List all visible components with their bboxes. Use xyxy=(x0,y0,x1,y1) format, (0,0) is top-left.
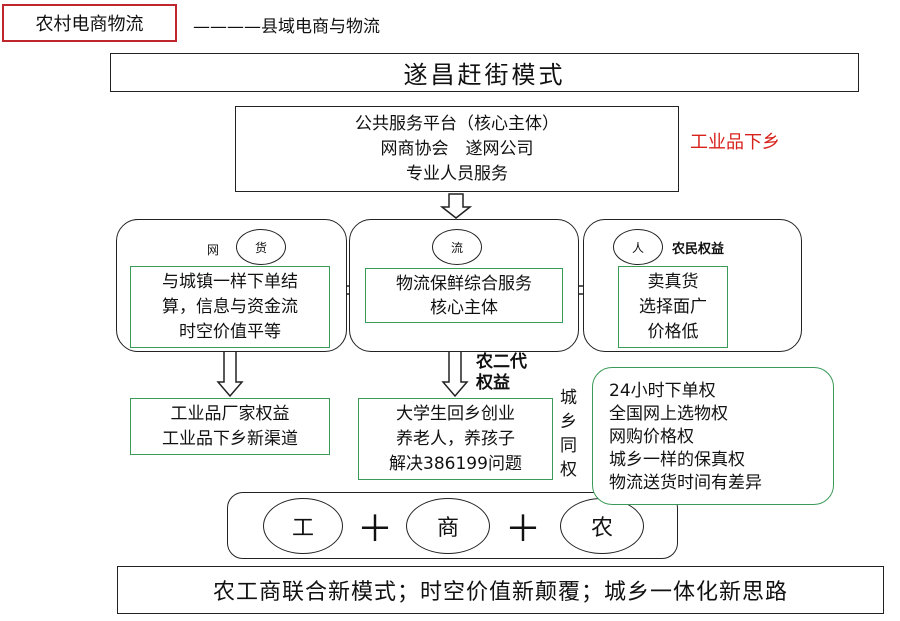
urban-rural-equal-rights-label: 城 乡 同 权 xyxy=(560,386,577,482)
logistics-text-box: 物流保鲜综合服务 核心主体 xyxy=(365,268,563,323)
network-goods-text-box: 与城镇一样下单结 算，信息与资金流 时空价值平等 xyxy=(130,266,330,348)
footer-text: 农工商联合新模式；时空价值新颠覆；城乡一体化新思路 xyxy=(212,580,788,605)
logistics-circle: 流 xyxy=(432,229,482,265)
goods-label: 货 xyxy=(254,240,267,255)
formula-circle-industry: 工 xyxy=(263,498,343,554)
panel-line: 卖真货 xyxy=(647,271,699,292)
formula-circle-agriculture: 农 xyxy=(560,498,644,554)
formula-item: 工 xyxy=(291,516,314,541)
rights-line: 24小时下单权 xyxy=(609,381,716,401)
label-line: 农二代 xyxy=(476,352,527,372)
down-arrow-icon xyxy=(439,193,473,219)
label-char: 乡 xyxy=(560,412,577,432)
lower-line: 工业品厂家权益 xyxy=(170,403,290,424)
plus-icon: ＋ xyxy=(356,509,393,550)
panel-line: 价格低 xyxy=(647,321,699,342)
platform-line: 公共服务平台（核心主体） xyxy=(355,113,559,134)
people-label: 人 xyxy=(631,240,644,255)
manufacturer-rights-box: 工业品厂家权益 工业品下乡新渠道 xyxy=(130,398,330,455)
down-arrow-icon xyxy=(216,350,244,398)
rights-line: 全国网上选物权 xyxy=(609,404,728,424)
panel-line: 时空价值平等 xyxy=(179,321,281,342)
lower-line: 养老人，养孩子 xyxy=(396,428,515,449)
lower-line: 工业品下乡新渠道 xyxy=(162,428,298,449)
header-tag: 农村电商物流 xyxy=(2,4,177,42)
header-tag-text: 农村电商物流 xyxy=(35,14,144,35)
lower-line: 大学生回乡创业 xyxy=(396,403,515,424)
rights-line: 城乡一样的保真权 xyxy=(609,450,745,470)
panel-line: 与城镇一样下单结 xyxy=(162,271,298,292)
platform-line: 网商协会 遂网公司 xyxy=(380,138,534,159)
people-circle: 人 xyxy=(613,229,663,265)
farmer-rights-text-box: 卖真货 选择面广 价格低 xyxy=(618,266,728,348)
panel-line: 物流保鲜综合服务 xyxy=(396,273,532,294)
rights-line: 网购价格权 xyxy=(609,427,694,447)
second-generation-label: 农二代 权益 xyxy=(476,352,527,394)
formula-item: 农 xyxy=(590,516,613,541)
label-line: 权益 xyxy=(476,373,510,393)
formula-item: 商 xyxy=(436,516,459,541)
lower-line: 解决386199问题 xyxy=(389,453,522,474)
panel-line: 选择面广 xyxy=(639,296,707,317)
platform-line: 专业人员服务 xyxy=(406,163,508,184)
network-label: 网 xyxy=(206,242,219,257)
industrial-to-village-note: 工业品下乡 xyxy=(690,132,780,153)
label-char: 同 xyxy=(560,436,577,456)
equal-rights-box: 24小时下单权 全国网上选物权 网购价格权 城乡一样的保真权 物流送货时间有差异 xyxy=(592,367,834,505)
formula-circle-commerce: 商 xyxy=(406,498,490,554)
panel-line: 算，信息与资金流 xyxy=(162,296,298,317)
platform-box: 公共服务平台（核心主体） 网商协会 遂网公司 专业人员服务 xyxy=(235,106,679,192)
label-char: 城 xyxy=(560,388,577,408)
plus-icon: ＋ xyxy=(504,509,541,550)
panel-line: 核心主体 xyxy=(430,297,498,318)
farmer-rights-label: 农民权益 xyxy=(672,242,725,257)
label-char: 权 xyxy=(560,460,577,480)
down-arrow-icon xyxy=(441,350,469,398)
diagram-title: 遂昌赶街模式 xyxy=(403,61,566,89)
footer-box: 农工商联合新模式；时空价值新颠覆；城乡一体化新思路 xyxy=(117,566,884,614)
diagram-title-box: 遂昌赶街模式 xyxy=(110,53,859,92)
goods-circle: 货 xyxy=(236,229,286,265)
rights-line: 物流送货时间有差异 xyxy=(609,473,762,493)
second-generation-box: 大学生回乡创业 养老人，养孩子 解决386199问题 xyxy=(358,398,553,480)
header-subtitle: ————县域电商与物流 xyxy=(193,17,380,37)
logistics-label: 流 xyxy=(450,240,463,255)
